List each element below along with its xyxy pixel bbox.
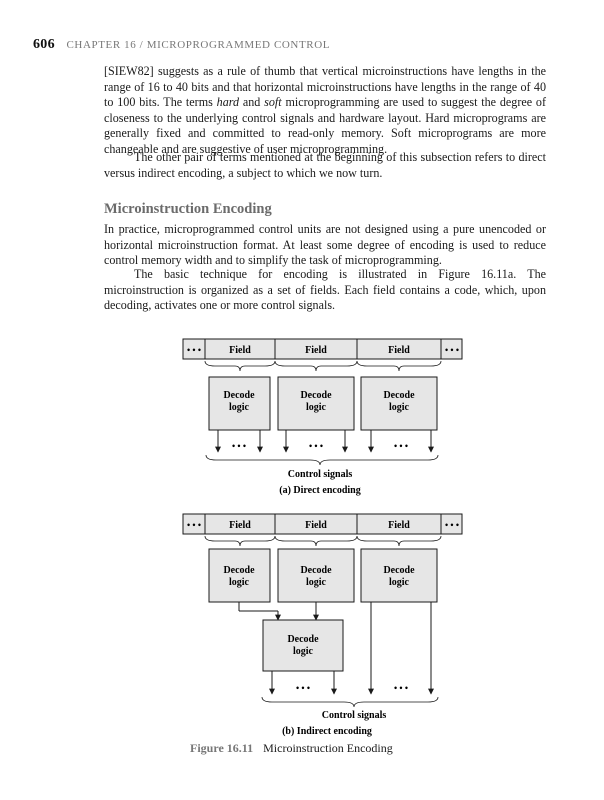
microinstruction-bar [182, 513, 463, 535]
decode-logic-box [277, 376, 355, 431]
signal-ellipsis: • • • [232, 441, 246, 451]
decode-label: Decode [383, 565, 415, 576]
p1-text-a: [SIEW82] suggests as a rule of thumb tha… [104, 64, 546, 110]
running-header: 606 CHAPTER 16 / MICROPROGRAMMED CONTROL [33, 36, 330, 53]
decode-label: Decode [300, 390, 332, 401]
paragraph-3: In practice, microprogrammed control uni… [104, 222, 546, 268]
decode-label: Decode [287, 634, 319, 645]
ellipsis-right: • • • [445, 520, 459, 530]
figure-title: Microinstruction Encoding [263, 741, 393, 755]
decode-label: logic [229, 577, 250, 588]
decode-label: Decode [300, 565, 332, 576]
decode-logic-box [360, 376, 438, 431]
term-soft: soft [264, 95, 282, 110]
decode-label: Decode [223, 565, 255, 576]
decode-logic-box [277, 548, 355, 603]
second-level-decode-box [262, 619, 344, 672]
decode-label: logic [306, 577, 327, 588]
field-label: Field [305, 520, 327, 531]
indirect-encoding-caption: (b) Indirect encoding [282, 726, 372, 737]
paragraph-1: [SIEW82] suggests as a rule of thumb tha… [104, 64, 546, 158]
decode-label: logic [293, 646, 314, 657]
field-brace [356, 535, 442, 547]
field-brace [274, 535, 358, 547]
indirect-encoding-diagram: • • • Field Field Field • • • Decode log… [182, 513, 463, 737]
decode-logic-box [208, 548, 271, 603]
figure-number: Figure 16.11 [190, 741, 254, 755]
decode-logic-box [360, 548, 438, 603]
field-label: Field [229, 520, 251, 531]
decode-label: Decode [383, 390, 415, 401]
p1-text-b: and [239, 95, 265, 110]
ellipsis-right: • • • [445, 345, 459, 355]
ellipsis-left: • • • [187, 345, 201, 355]
decode-label: logic [306, 402, 327, 413]
decode-label: logic [389, 577, 410, 588]
field-brace [356, 360, 442, 372]
decode-label: logic [229, 402, 250, 413]
field-label: Field [305, 345, 327, 356]
chapter-title: CHAPTER 16 / MICROPROGRAMMED CONTROL [66, 39, 331, 51]
term-hard: hard [216, 95, 240, 110]
signal-ellipsis: • • • [309, 441, 323, 451]
signal-ellipsis: • • • [296, 683, 310, 693]
ellipsis-left: • • • [187, 520, 201, 530]
control-signals-brace [261, 696, 439, 708]
decode-logic-box [208, 376, 271, 431]
decode-label: Decode [223, 390, 255, 401]
p1-text-c: microprogramming are used to suggest the… [104, 95, 547, 156]
direct-encoding-diagram: • • • Field Field Field • • • Decode log… [182, 338, 463, 496]
control-signals-label: Control signals [322, 710, 387, 721]
control-signals-brace [205, 454, 439, 466]
paragraph-4: The basic technique for encoding is illu… [104, 267, 546, 313]
field-label: Field [388, 345, 410, 356]
field-brace [274, 360, 358, 372]
direct-encoding-caption: (a) Direct encoding [279, 485, 360, 496]
field-brace [204, 360, 276, 372]
section-heading: Microinstruction Encoding [104, 201, 272, 217]
field-brace [204, 535, 276, 547]
page-number: 606 [33, 37, 55, 52]
control-signals-label: Control signals [288, 469, 353, 480]
signal-ellipsis: • • • [394, 441, 408, 451]
figure-caption: Figure 16.11 Microinstruction Encoding [190, 741, 393, 756]
decode-label: logic [389, 402, 410, 413]
paragraph-2: The other pair of terms mentioned at the… [104, 150, 546, 180]
signal-ellipsis: • • • [394, 683, 408, 693]
microinstruction-bar [182, 338, 463, 360]
field-label: Field [388, 520, 410, 531]
field-label: Field [229, 345, 251, 356]
